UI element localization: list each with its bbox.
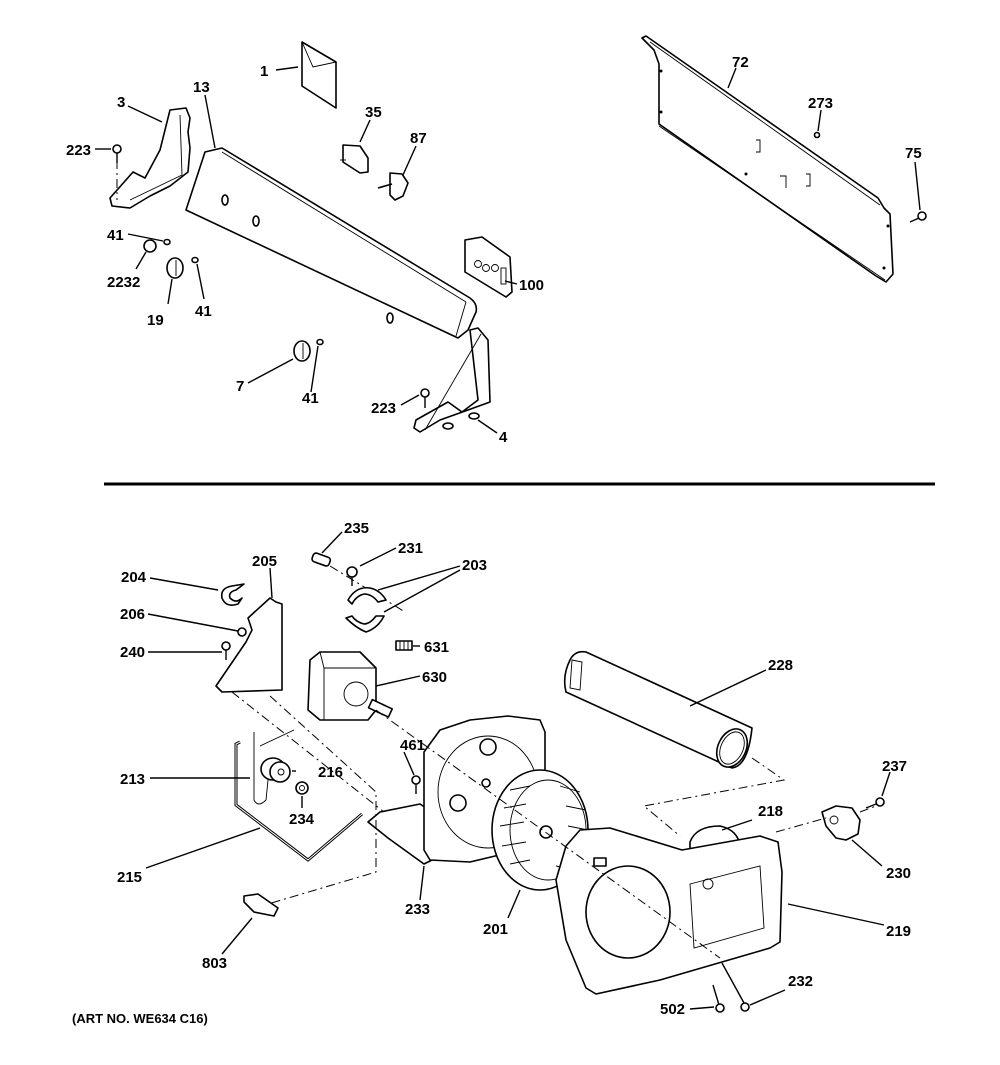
part-35-switch[interactable] [340, 144, 369, 174]
callout-234[interactable]: 234 [289, 811, 315, 828]
part-237-screw[interactable] [865, 797, 885, 809]
callout-100[interactable]: 100 [519, 277, 544, 294]
part-205-bracket[interactable] [215, 597, 283, 693]
callout-233[interactable]: 233 [405, 901, 430, 918]
part-204-clip[interactable] [220, 583, 245, 606]
callout-203[interactable]: 203 [462, 557, 487, 574]
part-216-idler-pulley[interactable] [260, 757, 291, 783]
part-234-washer[interactable] [295, 781, 309, 795]
part-203-clamp-lower[interactable] [345, 615, 385, 633]
callout-230[interactable]: 230 [886, 865, 911, 882]
part-461-screw[interactable] [411, 775, 421, 794]
callout-206[interactable]: 206 [120, 606, 145, 623]
callout-1[interactable]: 1 [260, 63, 268, 80]
callout-219[interactable]: 219 [886, 923, 911, 940]
part-215-belt[interactable] [234, 740, 363, 862]
callout-231[interactable]: 231 [398, 540, 423, 557]
callout-630[interactable]: 630 [422, 669, 447, 686]
part-502-screw[interactable] [712, 984, 725, 1013]
part-231-screw[interactable] [346, 566, 358, 586]
part-803-switch[interactable] [243, 893, 279, 917]
callout-235[interactable]: 235 [344, 520, 369, 537]
part-7-knob[interactable] [293, 340, 311, 362]
callout-13[interactable]: 13 [193, 79, 210, 96]
part-630-motor[interactable] [307, 651, 394, 721]
callout-216[interactable]: 216 [318, 764, 343, 781]
part-4-end-cap[interactable] [413, 327, 491, 433]
part-87-switch[interactable] [377, 172, 409, 201]
part-223-screw-b[interactable] [420, 388, 430, 408]
callout-2232[interactable]: 2232 [107, 274, 140, 291]
callout-3[interactable]: 3 [117, 94, 125, 111]
callout-237[interactable]: 237 [882, 758, 907, 775]
part-19-knob[interactable] [166, 257, 184, 279]
part-631-connector[interactable] [395, 640, 413, 651]
callout-273[interactable]: 273 [808, 95, 833, 112]
part-219-blower-housing[interactable] [555, 827, 783, 995]
part-232-screw[interactable] [721, 962, 750, 1012]
callout-803[interactable]: 803 [202, 955, 227, 972]
callout-201[interactable]: 201 [483, 921, 508, 938]
callout-19[interactable]: 19 [147, 312, 164, 329]
callout-41-c[interactable]: 41 [302, 390, 319, 407]
part-41-clip-a[interactable] [163, 238, 171, 246]
part-1-envelope[interactable] [301, 41, 337, 109]
callout-labels: 1 3 13 35 87 223 41 2232 19 41 100 7 41 … [66, 54, 922, 1018]
backsplash-section [95, 35, 927, 434]
part-235-bolt[interactable] [311, 552, 332, 567]
callout-41-b[interactable]: 41 [195, 303, 212, 320]
callout-218[interactable]: 218 [758, 803, 783, 820]
callout-461[interactable]: 461 [400, 737, 425, 754]
callout-75[interactable]: 75 [905, 145, 922, 162]
callout-215[interactable]: 215 [117, 869, 142, 886]
part-13-backsplash[interactable] [185, 147, 478, 339]
callout-205[interactable]: 205 [252, 553, 277, 570]
callout-213[interactable]: 213 [120, 771, 145, 788]
part-230-thermostat[interactable] [821, 805, 861, 841]
part-273-screw[interactable] [813, 131, 821, 139]
part-100-timer[interactable] [464, 236, 513, 298]
part-3-end-cap[interactable] [109, 107, 191, 209]
part-203-clamp-upper[interactable] [347, 586, 387, 605]
part-240-screw[interactable] [221, 641, 231, 660]
callout-72[interactable]: 72 [732, 54, 749, 71]
part-206-screw[interactable] [237, 627, 247, 637]
part-2232-knob[interactable] [143, 239, 157, 253]
part-41-clip-c[interactable] [316, 338, 324, 346]
callout-7[interactable]: 7 [236, 378, 244, 395]
callout-223-b[interactable]: 223 [371, 400, 396, 417]
part-75-screw[interactable] [909, 211, 927, 223]
callout-87[interactable]: 87 [410, 130, 427, 147]
part-41-clip-b[interactable] [191, 256, 199, 264]
callout-41-a[interactable]: 41 [107, 227, 124, 244]
callout-35[interactable]: 35 [365, 104, 382, 121]
callout-4[interactable]: 4 [499, 429, 508, 446]
callout-631[interactable]: 631 [424, 639, 449, 656]
callout-228[interactable]: 228 [768, 657, 793, 674]
callout-223-a[interactable]: 223 [66, 142, 91, 159]
part-223-screw[interactable] [112, 144, 122, 163]
callout-502[interactable]: 502 [660, 1001, 685, 1018]
part-213-idler-arm[interactable] [253, 729, 295, 805]
blower-section [145, 531, 891, 1013]
callout-204[interactable]: 204 [121, 569, 147, 586]
part-228-exhaust-duct[interactable] [563, 650, 753, 772]
part-233-motor-mount[interactable] [367, 803, 433, 865]
callout-232[interactable]: 232 [788, 973, 813, 990]
art-number-caption: (ART NO. WE634 C16) [72, 1011, 208, 1026]
callout-240[interactable]: 240 [120, 644, 145, 661]
part-72-rear-panel[interactable] [641, 35, 894, 283]
